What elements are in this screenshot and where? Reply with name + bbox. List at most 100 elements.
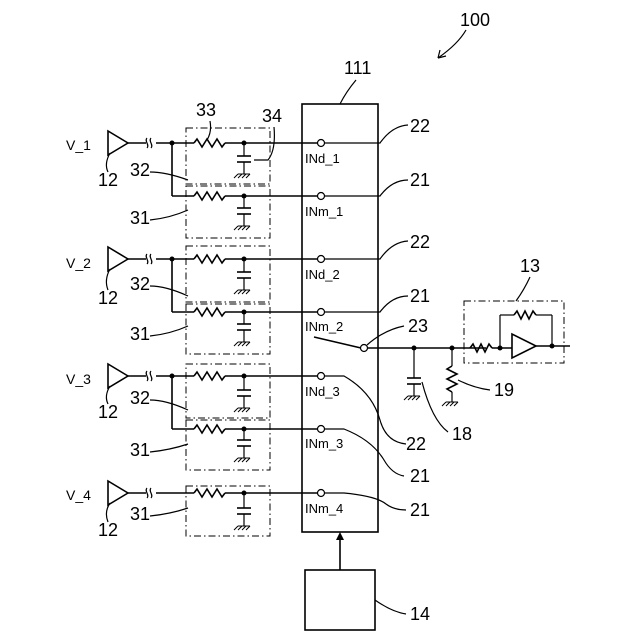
filter-block-32 (186, 364, 270, 418)
load-res-leader (458, 380, 490, 390)
controller: 14 (305, 532, 430, 630)
channel-1: V_1 12 INd_1 INm_1 33 34 32 31 (66, 100, 430, 238)
figure-reference: 100 (438, 10, 490, 58)
multiplexer-box (302, 104, 378, 532)
capacitor-to-ground (234, 272, 251, 294)
filter-32-leader (150, 286, 188, 296)
filter-ref-32: 32 (130, 160, 150, 180)
voltage-label-3: V_3 (66, 371, 91, 387)
filter-block-32 (186, 128, 270, 184)
wire-break-icon (146, 138, 152, 148)
switch-ref: 23 (408, 316, 428, 336)
capacitor-to-ground (234, 324, 251, 346)
op-amp (512, 334, 536, 358)
resistor (194, 139, 225, 147)
input-terminal (318, 140, 325, 147)
resistor-ref: 33 (196, 100, 216, 120)
filter-ref-31: 31 (130, 208, 150, 228)
input-terminal (318, 426, 325, 433)
resistor (194, 425, 225, 433)
filter-31-leader (150, 508, 188, 516)
multiplexer-ref: 111 (344, 58, 371, 78)
buffer-ref: 12 (98, 402, 118, 422)
input-terminal (318, 309, 325, 316)
buffer-amplifier (108, 131, 128, 155)
load-res-ref: 19 (494, 380, 514, 400)
filter-32-leader (150, 400, 188, 410)
multiplexer: 111 (302, 58, 378, 532)
ref-21: 21 (410, 170, 430, 190)
buffer-amplifier (108, 247, 128, 271)
hold-cap-ref: 18 (452, 424, 472, 444)
voltage-label-2: V_2 (66, 255, 91, 271)
ref-22: 22 (406, 434, 426, 454)
ref-22: 22 (410, 116, 430, 136)
wire-break-icon (146, 371, 152, 381)
leader-21 (325, 180, 408, 196)
filter-ref-32: 32 (130, 274, 150, 294)
channel-2: V_2 12 INd_2 INm_2 32 31 22 21 (66, 232, 430, 354)
pin-label: INm_2 (305, 319, 343, 334)
channel-3: V_3 12 INd_3 INm_3 32 31 22 21 (66, 364, 430, 486)
resistor (194, 489, 225, 497)
resistor (194, 372, 225, 380)
capacitor-to-ground (234, 508, 251, 530)
filter-ref-31: 31 (130, 504, 150, 524)
leader-21 (325, 296, 408, 312)
buffer-ref: 12 (98, 520, 118, 540)
buffer-ref: 12 (98, 170, 118, 190)
channel-4: V_4 12 INm_4 31 21 (66, 481, 430, 540)
input-terminal (318, 193, 325, 200)
amp-ref: 13 (520, 256, 540, 276)
buffer-amplifier (108, 481, 128, 505)
load-resistor (447, 366, 457, 392)
switch-blade (314, 337, 361, 348)
buffer-leader (106, 269, 110, 290)
figure-number: 100 (460, 10, 490, 30)
input-terminal (318, 490, 325, 497)
filter-ref-31: 31 (130, 324, 150, 344)
ref-21: 21 (410, 286, 430, 306)
buffer-ref: 12 (98, 288, 118, 308)
input-terminal (318, 256, 325, 263)
controller-ref: 14 (410, 604, 430, 624)
pin-label: INm_1 (305, 204, 343, 219)
capacitor-to-ground (234, 156, 251, 178)
filter-block-32 (186, 246, 270, 302)
capacitor-to-ground (234, 390, 251, 412)
voltage-label-1: V_1 (66, 137, 91, 153)
controller-leader (375, 600, 406, 614)
filter-ref-32: 32 (130, 388, 150, 408)
switch-pivot (361, 345, 368, 352)
switch-leader (367, 326, 404, 345)
feedback-resistor (514, 311, 536, 319)
leader-22 (325, 125, 408, 143)
wire-break-icon (146, 254, 152, 264)
ref-21: 21 (410, 500, 430, 520)
multiplexer-leader (340, 80, 356, 104)
output-network: 18 19 (368, 346, 514, 445)
capacitor-ref: 34 (262, 106, 282, 126)
filter-31-leader (150, 326, 188, 336)
filter-31-leader (150, 210, 188, 220)
hold-capacitor (404, 378, 421, 400)
hold-cap-leader (422, 382, 448, 432)
input-terminal (318, 373, 325, 380)
voltage-label-4: V_4 (66, 487, 91, 503)
resistor (194, 255, 225, 263)
pin-label: INd_2 (305, 267, 340, 282)
figure-leader (438, 30, 466, 58)
pin-label: INd_3 (305, 384, 340, 399)
filter-32-leader (150, 172, 188, 180)
pin-label: INm_4 (305, 501, 343, 516)
capacitor-to-ground (234, 440, 251, 462)
control-arrowhead (336, 532, 344, 540)
ref-21: 21 (410, 466, 430, 486)
amplifier-boundary (464, 301, 564, 363)
pin-label: INd_1 (305, 151, 340, 166)
amplifier-block: 13 (464, 256, 570, 363)
resistor (194, 308, 225, 316)
capacitor-to-ground (234, 208, 251, 230)
resistor (194, 192, 225, 200)
